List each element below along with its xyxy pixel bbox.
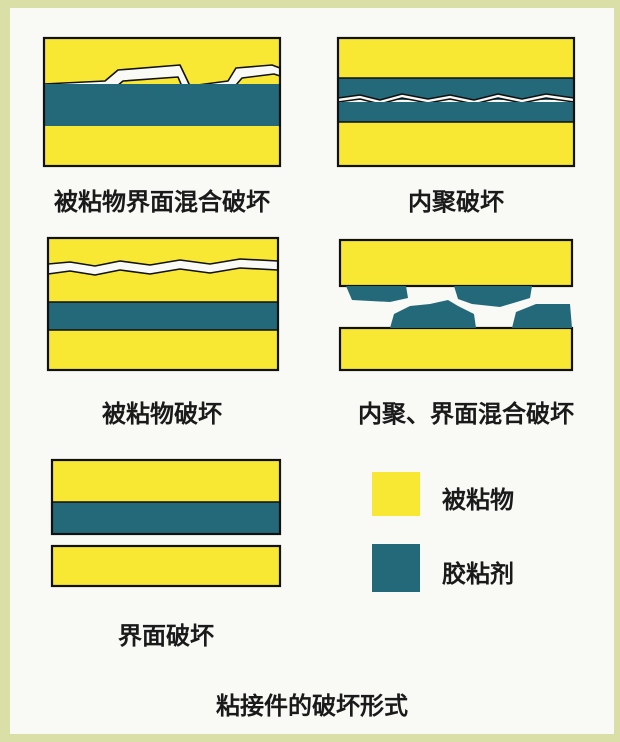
caption-interface: 界面破坏 bbox=[118, 622, 214, 650]
upper-frame bbox=[50, 458, 282, 536]
adhesive-layer bbox=[44, 84, 280, 126]
adhesive-layer bbox=[48, 302, 278, 330]
top-adherend bbox=[340, 240, 572, 286]
adhesive-layer bbox=[52, 502, 280, 534]
caption-cohesive: 内聚破坏 bbox=[408, 188, 504, 216]
panel-cohesive bbox=[336, 36, 576, 168]
diagram-canvas: 被粘物界面混合破坏 内聚破坏 被粘物破坏 内聚、界面混合破坏 界面破坏 被粘物 … bbox=[10, 8, 614, 734]
legend-adhesive-swatch bbox=[372, 544, 420, 592]
bottom-adherend bbox=[52, 546, 280, 586]
adhesive-fragment-lower bbox=[390, 300, 476, 328]
panel-interface bbox=[50, 458, 282, 588]
panel-frame bbox=[336, 36, 576, 168]
bottom-adherend bbox=[48, 330, 278, 370]
bottom-adherend bbox=[44, 126, 280, 166]
adhesive-fragment-upper bbox=[454, 286, 532, 307]
adhesive-fragment-lower bbox=[512, 304, 572, 328]
panel-frame bbox=[42, 36, 282, 168]
panel-adherend bbox=[46, 236, 280, 372]
caption-adherend: 被粘物破坏 bbox=[102, 400, 222, 428]
top-adherend bbox=[338, 38, 574, 78]
legend-adhesive-label: 胶粘剂 bbox=[442, 560, 514, 588]
footer-title: 粘接件的破坏形式 bbox=[216, 692, 408, 720]
diagram-scene bbox=[42, 36, 576, 592]
panel-cohesive-interface-mixed bbox=[338, 238, 574, 372]
top-adherend bbox=[52, 460, 280, 502]
lower-adhesive bbox=[338, 102, 574, 122]
legend-adherend-swatch bbox=[372, 472, 420, 516]
caption-cohesive-interface-mixed: 内聚、界面混合破坏 bbox=[358, 400, 574, 428]
panel-frame bbox=[46, 236, 280, 372]
legend-adherend-label: 被粘物 bbox=[442, 486, 514, 514]
panel-adherend-interface-mixed bbox=[42, 36, 282, 168]
upper-adhesive bbox=[338, 78, 574, 100]
bottom-adherend bbox=[340, 328, 572, 370]
lower-frame bbox=[50, 544, 282, 588]
caption-adherend-interface-mixed: 被粘物界面混合破坏 bbox=[54, 188, 270, 216]
adhesive-fragment-upper bbox=[346, 286, 408, 302]
bottom-adherend bbox=[338, 122, 574, 166]
